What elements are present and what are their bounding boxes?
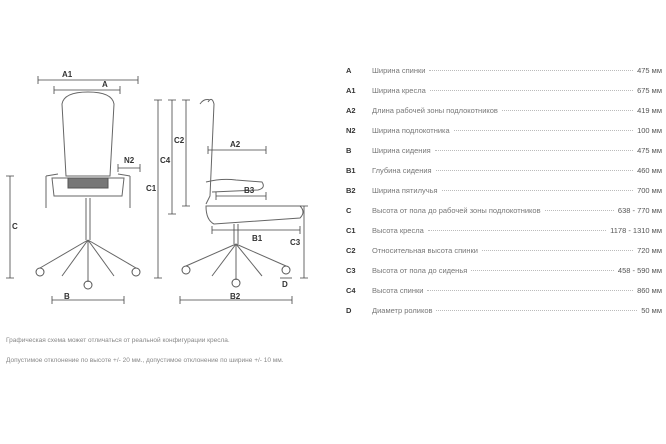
spec-value: 475 мм [637, 146, 662, 155]
spec-row: C2 Относительная высота спинки 720 мм [346, 246, 662, 260]
spec-code: C1 [346, 226, 356, 235]
leader-dots [436, 310, 638, 311]
spec-value: 458 - 590 мм [617, 266, 662, 275]
label-b2: B2 [230, 292, 241, 301]
spec-name: Высота спинки [372, 286, 424, 295]
spec-code: C3 [346, 266, 356, 275]
spec-code: C4 [346, 286, 356, 295]
leader-dots [544, 210, 614, 211]
spec-value: 720 мм [637, 246, 662, 255]
label-a1: A1 [62, 70, 73, 79]
label-c1: C1 [146, 184, 157, 193]
spec-name: Ширина кресла [372, 86, 426, 95]
spec-row: N2 Ширина подлокотника 100 мм [346, 126, 662, 140]
spec-value: 675 мм [637, 86, 662, 95]
spec-name: Относительная высота спинки [372, 246, 478, 255]
spec-code: A1 [346, 86, 356, 95]
spec-row: B1 Глубина сидения 460 мм [346, 166, 662, 180]
spec-code: A2 [346, 106, 356, 115]
label-b3: B3 [244, 186, 255, 195]
label-c: C [12, 222, 18, 231]
spec-name: Глубина сидения [372, 166, 432, 175]
leader-dots [435, 170, 634, 171]
spec-value: 860 мм [637, 286, 662, 295]
leader-dots [453, 130, 634, 131]
spec-code: C [346, 206, 352, 215]
spec-value: 50 мм [641, 306, 662, 315]
spec-value: 700 мм [637, 186, 662, 195]
spec-code: D [346, 306, 352, 315]
label-d: D [282, 280, 288, 289]
leader-dots [429, 90, 634, 91]
spec-name: Диаметр роликов [372, 306, 433, 315]
spec-value: 100 мм [637, 126, 662, 135]
leader-dots [441, 190, 634, 191]
note-tolerance: Допустимое отклонение по высоте +/- 20 м… [6, 357, 284, 364]
spec-code: B [346, 146, 352, 155]
spec-code: C2 [346, 246, 356, 255]
leader-dots [471, 270, 614, 271]
side-view-chair [181, 98, 304, 288]
spec-code: N2 [346, 126, 356, 135]
spec-name: Ширина сидения [372, 146, 431, 155]
label-c3: C3 [290, 238, 301, 247]
leader-dots [429, 70, 634, 71]
spec-row: B Ширина сидения 475 мм [346, 146, 662, 160]
spec-name: Высота кресла [372, 226, 424, 235]
spec-row: C Высота от пола до рабочей зоны подлокот… [346, 206, 662, 220]
label-n2: N2 [124, 156, 135, 165]
spec-name: Длина рабочей зоны подлокотников [372, 106, 498, 115]
spec-value: 460 мм [637, 166, 662, 175]
spec-name: Ширина спинки [372, 66, 426, 75]
spec-code: A [346, 66, 352, 75]
spec-row: A1 Ширина кресла 675 мм [346, 86, 662, 100]
spec-row: C3 Высота от пола до сиденья 458 - 590 мм [346, 266, 662, 280]
label-c4: C4 [160, 156, 171, 165]
label-a: A [102, 80, 108, 89]
spec-row: A Ширина спинки 475 мм [346, 66, 662, 80]
spec-value: 1178 - 1310 мм [610, 226, 662, 235]
label-a2: A2 [230, 140, 241, 149]
spec-value: 475 мм [637, 66, 662, 75]
label-b: B [64, 292, 70, 301]
front-view-chair [35, 91, 141, 290]
spec-code: B2 [346, 186, 356, 195]
leader-dots [427, 290, 634, 291]
chair-dimension-diagram: A1 A N2 C C1 B C2 C4 A2 B3 B1 C3 D B2 [0, 0, 340, 330]
chair-drawings [6, 76, 308, 304]
leader-dots [501, 110, 634, 111]
leader-dots [427, 230, 607, 231]
spec-name: Высота от пола до сиденья [372, 266, 468, 275]
spec-name: Ширина подлокотника [372, 126, 450, 135]
dimension-lines [6, 76, 308, 304]
spec-name: Высота от пола до рабочей зоны подлокотн… [372, 206, 541, 215]
spec-value: 638 - 770 мм [617, 206, 662, 215]
spec-value: 419 мм [637, 106, 662, 115]
label-b1: B1 [252, 234, 263, 243]
note-schema-disclaimer: Графическая схема может отличаться от ре… [6, 337, 230, 344]
spec-row: A2 Длина рабочей зоны подлокотников 419 мм [346, 106, 662, 120]
spec-name: Ширина пятилучья [372, 186, 438, 195]
spec-row: C1 Высота кресла 1178 - 1310 мм [346, 226, 662, 240]
spec-row: C4 Высота спинки 860 мм [346, 286, 662, 300]
leader-dots [481, 250, 634, 251]
leader-dots [434, 150, 634, 151]
label-c2: C2 [174, 136, 185, 145]
spec-row: B2 Ширина пятилучья 700 мм [346, 186, 662, 200]
spec-code: B1 [346, 166, 356, 175]
spec-row: D Диаметр роликов 50 мм [346, 306, 662, 320]
